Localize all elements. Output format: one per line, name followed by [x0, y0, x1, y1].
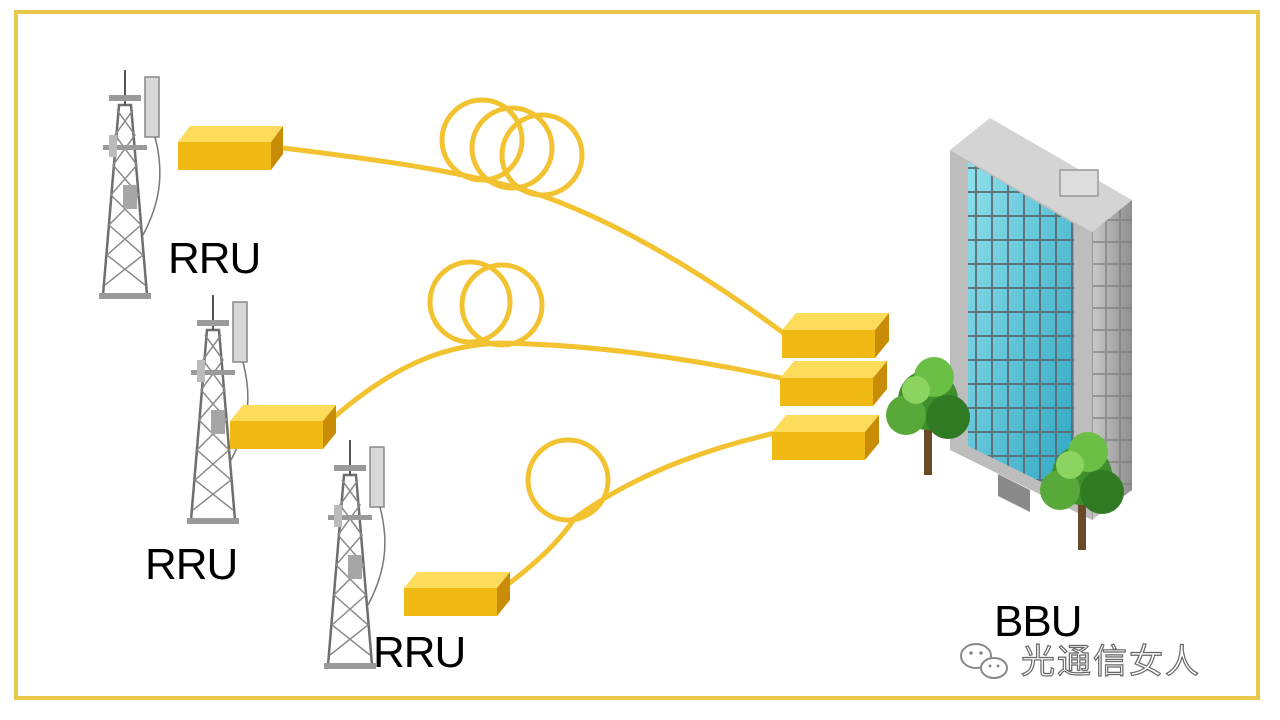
- optical-module-icon: [230, 405, 336, 449]
- optical-module-icon: [404, 572, 510, 616]
- cell-tower-icon: [97, 68, 162, 301]
- fiber-coil-icon: [469, 105, 555, 191]
- rru-label-2: RRU: [145, 540, 238, 589]
- fiber-coils: [427, 97, 611, 523]
- rru-label-3: RRU: [373, 628, 466, 677]
- optical-module-icon: [780, 361, 887, 406]
- fiber-link-3: [505, 429, 781, 587]
- diagram-border: [14, 10, 1260, 700]
- optical-module-icon: [772, 415, 879, 460]
- optical-module-icon: [782, 313, 889, 358]
- optical-module-icon: [178, 126, 283, 170]
- rru-modules: [178, 126, 510, 616]
- cell-tower-icon: [185, 293, 250, 526]
- watermark: 光通信女人: [955, 636, 1201, 682]
- watermark-text: 光通信女人: [1020, 641, 1201, 682]
- rru-label-1: RRU: [168, 234, 261, 283]
- fiber-coil-icon: [439, 97, 525, 183]
- fiber-coil-icon: [499, 112, 585, 198]
- bbu-label: BBU: [994, 597, 1082, 646]
- fiber-link-2: [331, 340, 791, 420]
- office-building-icon: [950, 118, 1132, 520]
- bbu-modules: [772, 313, 889, 460]
- wechat-icon: [960, 643, 1008, 679]
- fiber-coil-icon: [427, 259, 513, 345]
- fiber-coil-icon: [525, 437, 611, 523]
- fiber-coil-icon: [459, 262, 545, 348]
